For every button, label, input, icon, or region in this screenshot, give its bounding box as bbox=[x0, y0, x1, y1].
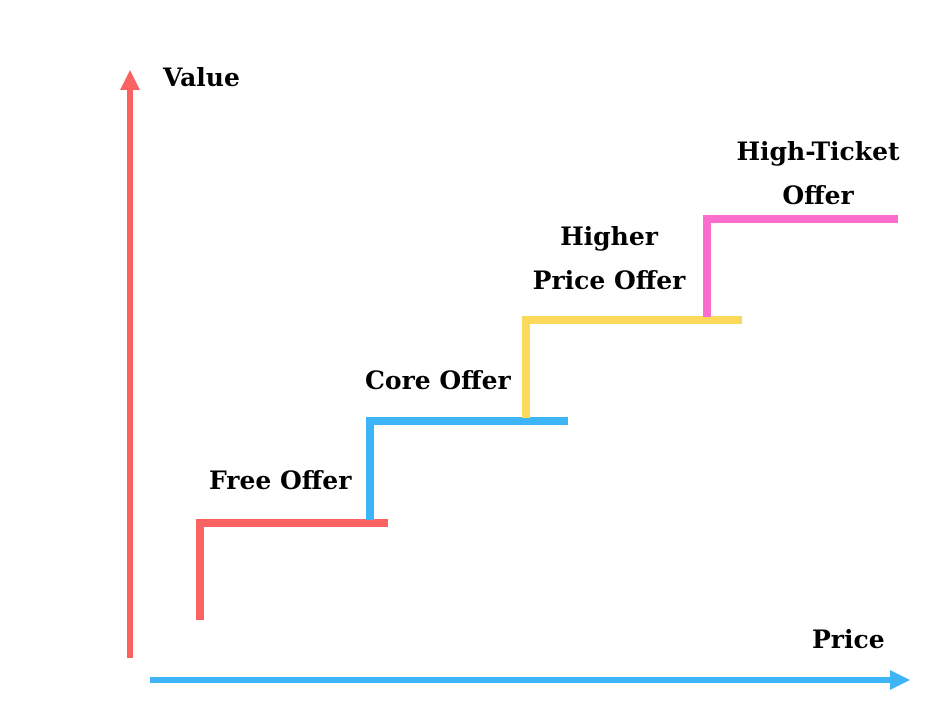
free-offer-step bbox=[196, 519, 388, 620]
price-axis-label: Price bbox=[812, 625, 885, 654]
core-offer-step bbox=[366, 417, 568, 520]
price-axis-arrowhead bbox=[890, 670, 910, 690]
value-axis-label: Value bbox=[163, 63, 240, 92]
high-ticket-offer-label-line-1: High-Ticket bbox=[736, 137, 900, 166]
core-offer-label: Core Offer bbox=[365, 366, 511, 395]
value-axis-arrowhead bbox=[120, 70, 140, 90]
high-ticket-offer-step bbox=[703, 215, 898, 317]
free-offer-label: Free Offer bbox=[209, 466, 352, 495]
higher-price-offer-label: Higher Price Offer bbox=[528, 215, 690, 303]
higher-price-offer-label-line-1: Higher bbox=[560, 222, 658, 251]
high-ticket-offer-label-line-2: Offer bbox=[782, 181, 854, 210]
higher-price-offer-label-line-2: Price Offer bbox=[532, 266, 686, 295]
higher-price-offer-step bbox=[522, 316, 742, 418]
high-ticket-offer-label: High-Ticket Offer bbox=[728, 130, 908, 218]
